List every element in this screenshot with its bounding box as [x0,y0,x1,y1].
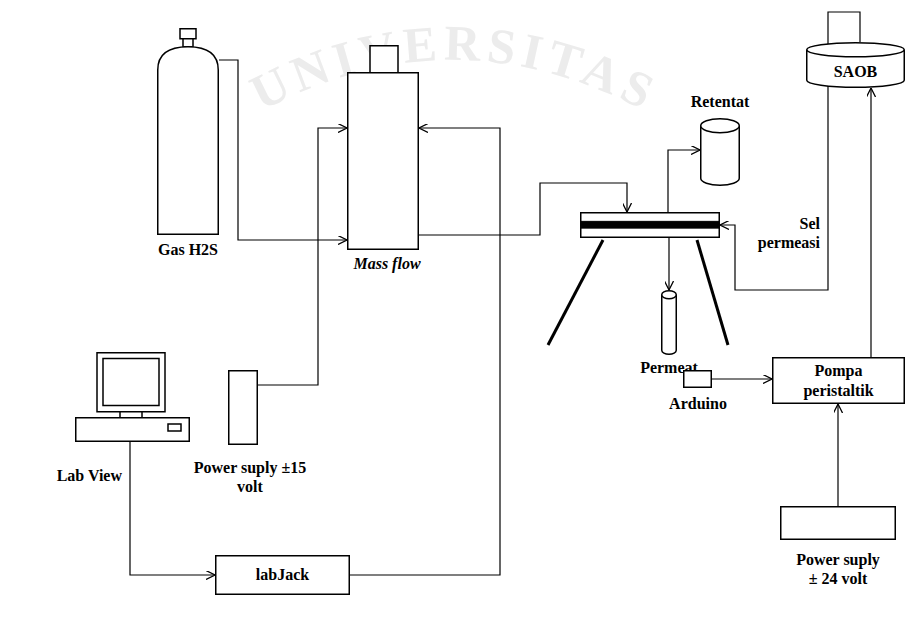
node-label: Lab View [40,466,122,485]
stand-leg [697,240,728,345]
box-outline [684,371,712,388]
vessel-top [807,43,905,57]
retentate-vessel: Retentat [700,118,740,186]
connector [668,150,700,212]
node-label: Gas H2S [143,240,233,259]
sensor-head [370,46,398,73]
watermark: UNIVERSITAS [242,15,668,123]
computer: Lab View [75,352,190,442]
drive-slot [168,424,181,431]
connector [837,404,838,506]
membrane [581,221,720,228]
vessel-body [662,295,677,354]
node-outline [683,370,712,388]
saob-tank: SAOB [806,42,905,88]
node-label: Power suply ± 24 volt [790,550,886,588]
box-outline [781,507,896,540]
node-label: SAOB [834,62,878,81]
node-outline [661,290,677,355]
valve [180,29,196,39]
node-outline [75,352,190,442]
cell-body [581,213,720,238]
node-label: Retentat [680,92,760,111]
box-outline [229,371,258,445]
stand-leg [548,240,603,345]
vessel-body [701,126,740,185]
node-label: Sel permeasi [738,214,820,252]
node-label: Pompa peristaltik [784,361,894,399]
node-label: Arduino [657,394,739,413]
arduino-box: Arduino [683,370,712,388]
node-label: Power suply ±15 volt [180,458,320,496]
vessel-top [701,119,740,133]
permeate-tube: Permeat [661,290,677,355]
cylinder-body [158,47,219,235]
node-outline [228,370,258,445]
node-label: labJack [256,565,309,584]
permeation-cell: Sel permeasi [580,212,720,238]
screen [103,359,159,406]
mass-flow-controller: Mass flow [347,45,419,250]
connector [870,88,871,357]
node-outline [347,45,419,250]
node-outline [157,28,219,235]
computer-base [76,418,190,442]
node-outline [780,506,896,540]
monitor [97,353,165,412]
node-outline [700,118,740,186]
box-outline [216,556,350,595]
valve-neck [183,39,193,47]
connector [668,238,669,290]
node-label: Mass flow [342,254,432,273]
controller-body [348,73,419,250]
gas-cylinder: Gas H2S [157,28,219,235]
connector [258,128,347,385]
box-outline [773,358,905,404]
power-supply: Power suply ±15 volt [228,370,258,445]
daq-box: labJack [215,555,350,595]
power-supply: Power suply ± 24 volt [780,506,896,540]
pump-box: Pompa peristaltik [772,357,905,404]
vessel-top [662,291,677,299]
connector [219,60,347,240]
node-outline [580,212,720,238]
connector [712,378,772,379]
monitor-stand [120,412,142,418]
